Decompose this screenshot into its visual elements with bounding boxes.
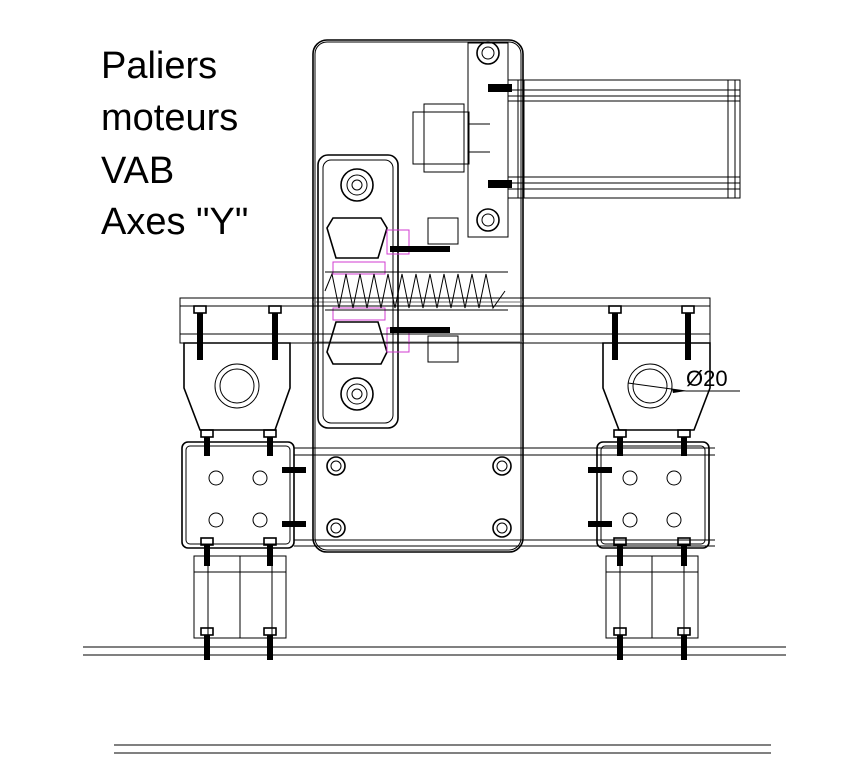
side-bolt — [588, 521, 612, 527]
left-lower-block — [193, 555, 287, 639]
bolt-head — [268, 305, 282, 314]
lower-rail — [83, 646, 786, 656]
right-lower-block — [605, 555, 699, 639]
side-bolt — [588, 467, 612, 473]
bolt-shank — [612, 313, 618, 360]
stepper-motor — [412, 41, 741, 238]
side-bolt — [282, 467, 306, 473]
leadscrew — [324, 217, 508, 363]
bolt-group — [193, 305, 695, 660]
connection-plate — [294, 447, 715, 547]
bolt-shank — [681, 437, 687, 456]
diameter-label: Ø20 — [686, 366, 728, 391]
bolt-shank — [267, 437, 273, 456]
bolt-shank — [197, 313, 203, 360]
bolt-head — [613, 429, 627, 438]
bolt-head — [681, 305, 695, 314]
right-bearing-block — [596, 441, 710, 549]
bolt-shank — [204, 635, 210, 660]
title-line-4: Axes "Y" — [101, 201, 249, 243]
bolt-head — [263, 429, 277, 438]
bottom-rail — [114, 744, 771, 754]
bolt-shank — [204, 545, 210, 566]
bolt-shank — [617, 635, 623, 660]
slide-block — [317, 154, 410, 429]
title-line-1: Paliers — [101, 45, 218, 87]
bolt-head — [200, 627, 214, 636]
center-plate — [312, 39, 524, 553]
bolt-head — [200, 429, 214, 438]
bolt-head — [193, 305, 207, 314]
bolt-head — [677, 429, 691, 438]
bolt-shank — [617, 545, 623, 566]
bolt-shank — [272, 313, 278, 360]
bolt-head — [608, 305, 622, 314]
bolt-shank — [267, 545, 273, 566]
bolt-shank — [681, 635, 687, 660]
title-line-2: moteurs — [101, 97, 239, 139]
bolt-shank — [617, 437, 623, 456]
left-bearing-block — [181, 441, 295, 549]
side-bolt — [282, 521, 306, 527]
bolt-shank — [204, 437, 210, 456]
bolt-shank — [267, 635, 273, 660]
title-line-3: VAB — [101, 150, 175, 192]
bolt-shank — [681, 545, 687, 566]
bolt-head — [263, 627, 277, 636]
diameter-dimension — [627, 382, 740, 393]
bolt-shank — [685, 313, 691, 360]
